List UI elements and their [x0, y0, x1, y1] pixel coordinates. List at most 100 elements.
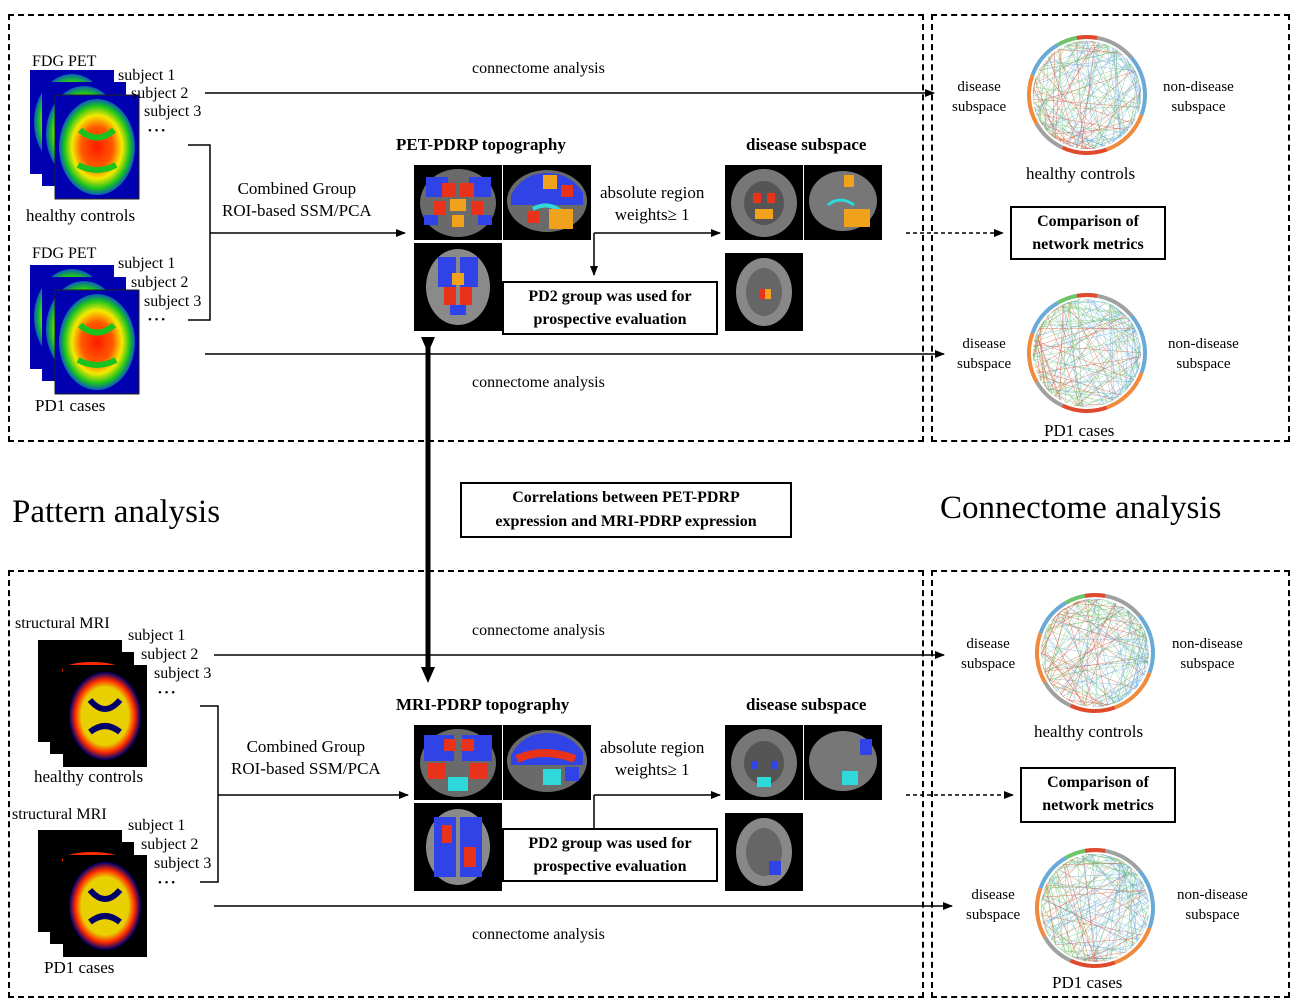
- connection-chord: [1128, 347, 1141, 388]
- connection-chord: [1040, 648, 1088, 707]
- connection-chord: [1070, 858, 1073, 860]
- connection-chord: [1050, 53, 1053, 56]
- connection-chord: [1032, 354, 1133, 383]
- connection-chord: [1113, 857, 1145, 888]
- connection-chord: [1055, 853, 1099, 871]
- connection-chord: [1040, 904, 1075, 959]
- connection-chord: [1053, 310, 1111, 402]
- connection-chord: [1048, 652, 1150, 681]
- ring-segment: [1137, 869, 1155, 929]
- connection-chord: [1060, 305, 1123, 313]
- connection-chord: [1044, 863, 1127, 927]
- connection-chord: [1052, 51, 1056, 137]
- bottom-weights-line1: absolute region: [600, 738, 705, 757]
- connection-chord: [1048, 598, 1097, 682]
- top-pd2-line1: PD2 group was used for: [528, 288, 692, 305]
- connection-chord: [1108, 855, 1147, 926]
- connection-chord: [1038, 41, 1080, 119]
- ring-segment: [1084, 593, 1106, 598]
- bottom-circ1-caption: healthy controls: [1034, 722, 1144, 741]
- bottom-pattern-panel: [8, 570, 924, 998]
- connection-chord: [1033, 319, 1045, 359]
- connection-chord: [1105, 599, 1148, 642]
- connection-chord: [1034, 302, 1108, 339]
- connection-chord: [1033, 327, 1135, 351]
- connection-chord: [1060, 600, 1081, 612]
- connection-chord: [1051, 620, 1149, 647]
- connection-chord: [1033, 71, 1136, 104]
- ring-segment: [1114, 927, 1152, 965]
- connection-chord: [1070, 859, 1138, 875]
- connection-chord: [1034, 108, 1104, 147]
- connection-chord: [1045, 885, 1080, 960]
- connection-chord: [1126, 609, 1147, 670]
- connection-chord: [1073, 598, 1098, 703]
- hc-pet-stack: [30, 70, 140, 200]
- connection-chord: [1144, 924, 1147, 930]
- ring-segment: [1035, 380, 1064, 408]
- connection-chord: [1104, 400, 1114, 405]
- bottom-circ2-right2: subspace: [1185, 907, 1240, 923]
- connection-chord: [1083, 691, 1133, 707]
- connection-chord: [1044, 627, 1143, 673]
- bottom-circ2-caption: PD1 cases: [1052, 973, 1123, 992]
- connection-chord: [1057, 613, 1147, 639]
- top-circ2-right1: non-disease: [1168, 336, 1239, 352]
- connection-chord: [1069, 301, 1078, 407]
- connection-chord: [1060, 617, 1136, 695]
- ring-segment: [1043, 680, 1072, 708]
- bottom-topography-coronal: [414, 725, 502, 800]
- ring-segment: [1106, 372, 1144, 410]
- connection-chord: [1063, 633, 1146, 697]
- connection-chord: [1064, 608, 1121, 701]
- connection-chord: [1049, 878, 1146, 929]
- connection-chord: [1036, 41, 1092, 114]
- connection-chord: [1080, 855, 1142, 881]
- connection-chord: [1068, 42, 1100, 146]
- connection-chord: [1052, 611, 1131, 687]
- ring-segment: [1129, 56, 1147, 116]
- connection-chord: [1060, 603, 1117, 695]
- bottom-hc-group: healthy controls: [34, 767, 144, 786]
- connection-chord: [1094, 900, 1149, 963]
- bottom-hc-subject-1: subject 1: [128, 627, 186, 644]
- connection-chord: [1062, 304, 1066, 403]
- connection-chord: [1057, 46, 1112, 51]
- top-pd2-line2: prospective evaluation: [533, 311, 687, 328]
- connection-chord: [1100, 63, 1131, 148]
- connection-chord: [1035, 78, 1042, 124]
- bottom-circ2-left2: subspace: [966, 907, 1021, 923]
- connection-chord: [1046, 605, 1070, 678]
- top-subspace-coronal: [725, 165, 803, 240]
- connection-chord: [1082, 600, 1149, 665]
- connection-chord: [1135, 70, 1142, 92]
- top-topography-axial: [414, 243, 502, 331]
- bottom-circ1-left2: subspace: [961, 656, 1016, 672]
- connection-chord: [1066, 328, 1136, 404]
- connection-chord: [1041, 897, 1135, 946]
- connection-chord: [1035, 106, 1140, 111]
- ring-segment: [1038, 856, 1068, 889]
- connection-chord: [1055, 870, 1098, 963]
- connection-chord: [1066, 44, 1129, 131]
- connection-chord: [1049, 627, 1143, 682]
- top-pattern-panel: [8, 14, 924, 442]
- connection-chord: [1074, 322, 1132, 406]
- top-subspace-axial: [725, 253, 803, 331]
- connection-chord: [1099, 854, 1149, 902]
- connection-chord: [1042, 889, 1146, 898]
- connection-chord: [1067, 302, 1081, 407]
- connection-chord: [1136, 873, 1149, 898]
- connection-chord: [1092, 41, 1126, 134]
- bottom-hc-modality: structural MRI: [15, 615, 110, 632]
- connection-chord: [1036, 356, 1141, 374]
- connection-chord: [1100, 300, 1132, 322]
- connection-chord: [1096, 355, 1142, 407]
- connection-chord: [1036, 372, 1103, 405]
- connection-chord: [1076, 868, 1133, 959]
- connection-chord: [1039, 60, 1046, 122]
- ring-segment: [1065, 593, 1086, 605]
- bottom-connectome-pd-graph: [1035, 848, 1155, 968]
- bottom-subspace-title: disease subspace: [746, 695, 867, 714]
- pd-pet-stack: [30, 265, 140, 395]
